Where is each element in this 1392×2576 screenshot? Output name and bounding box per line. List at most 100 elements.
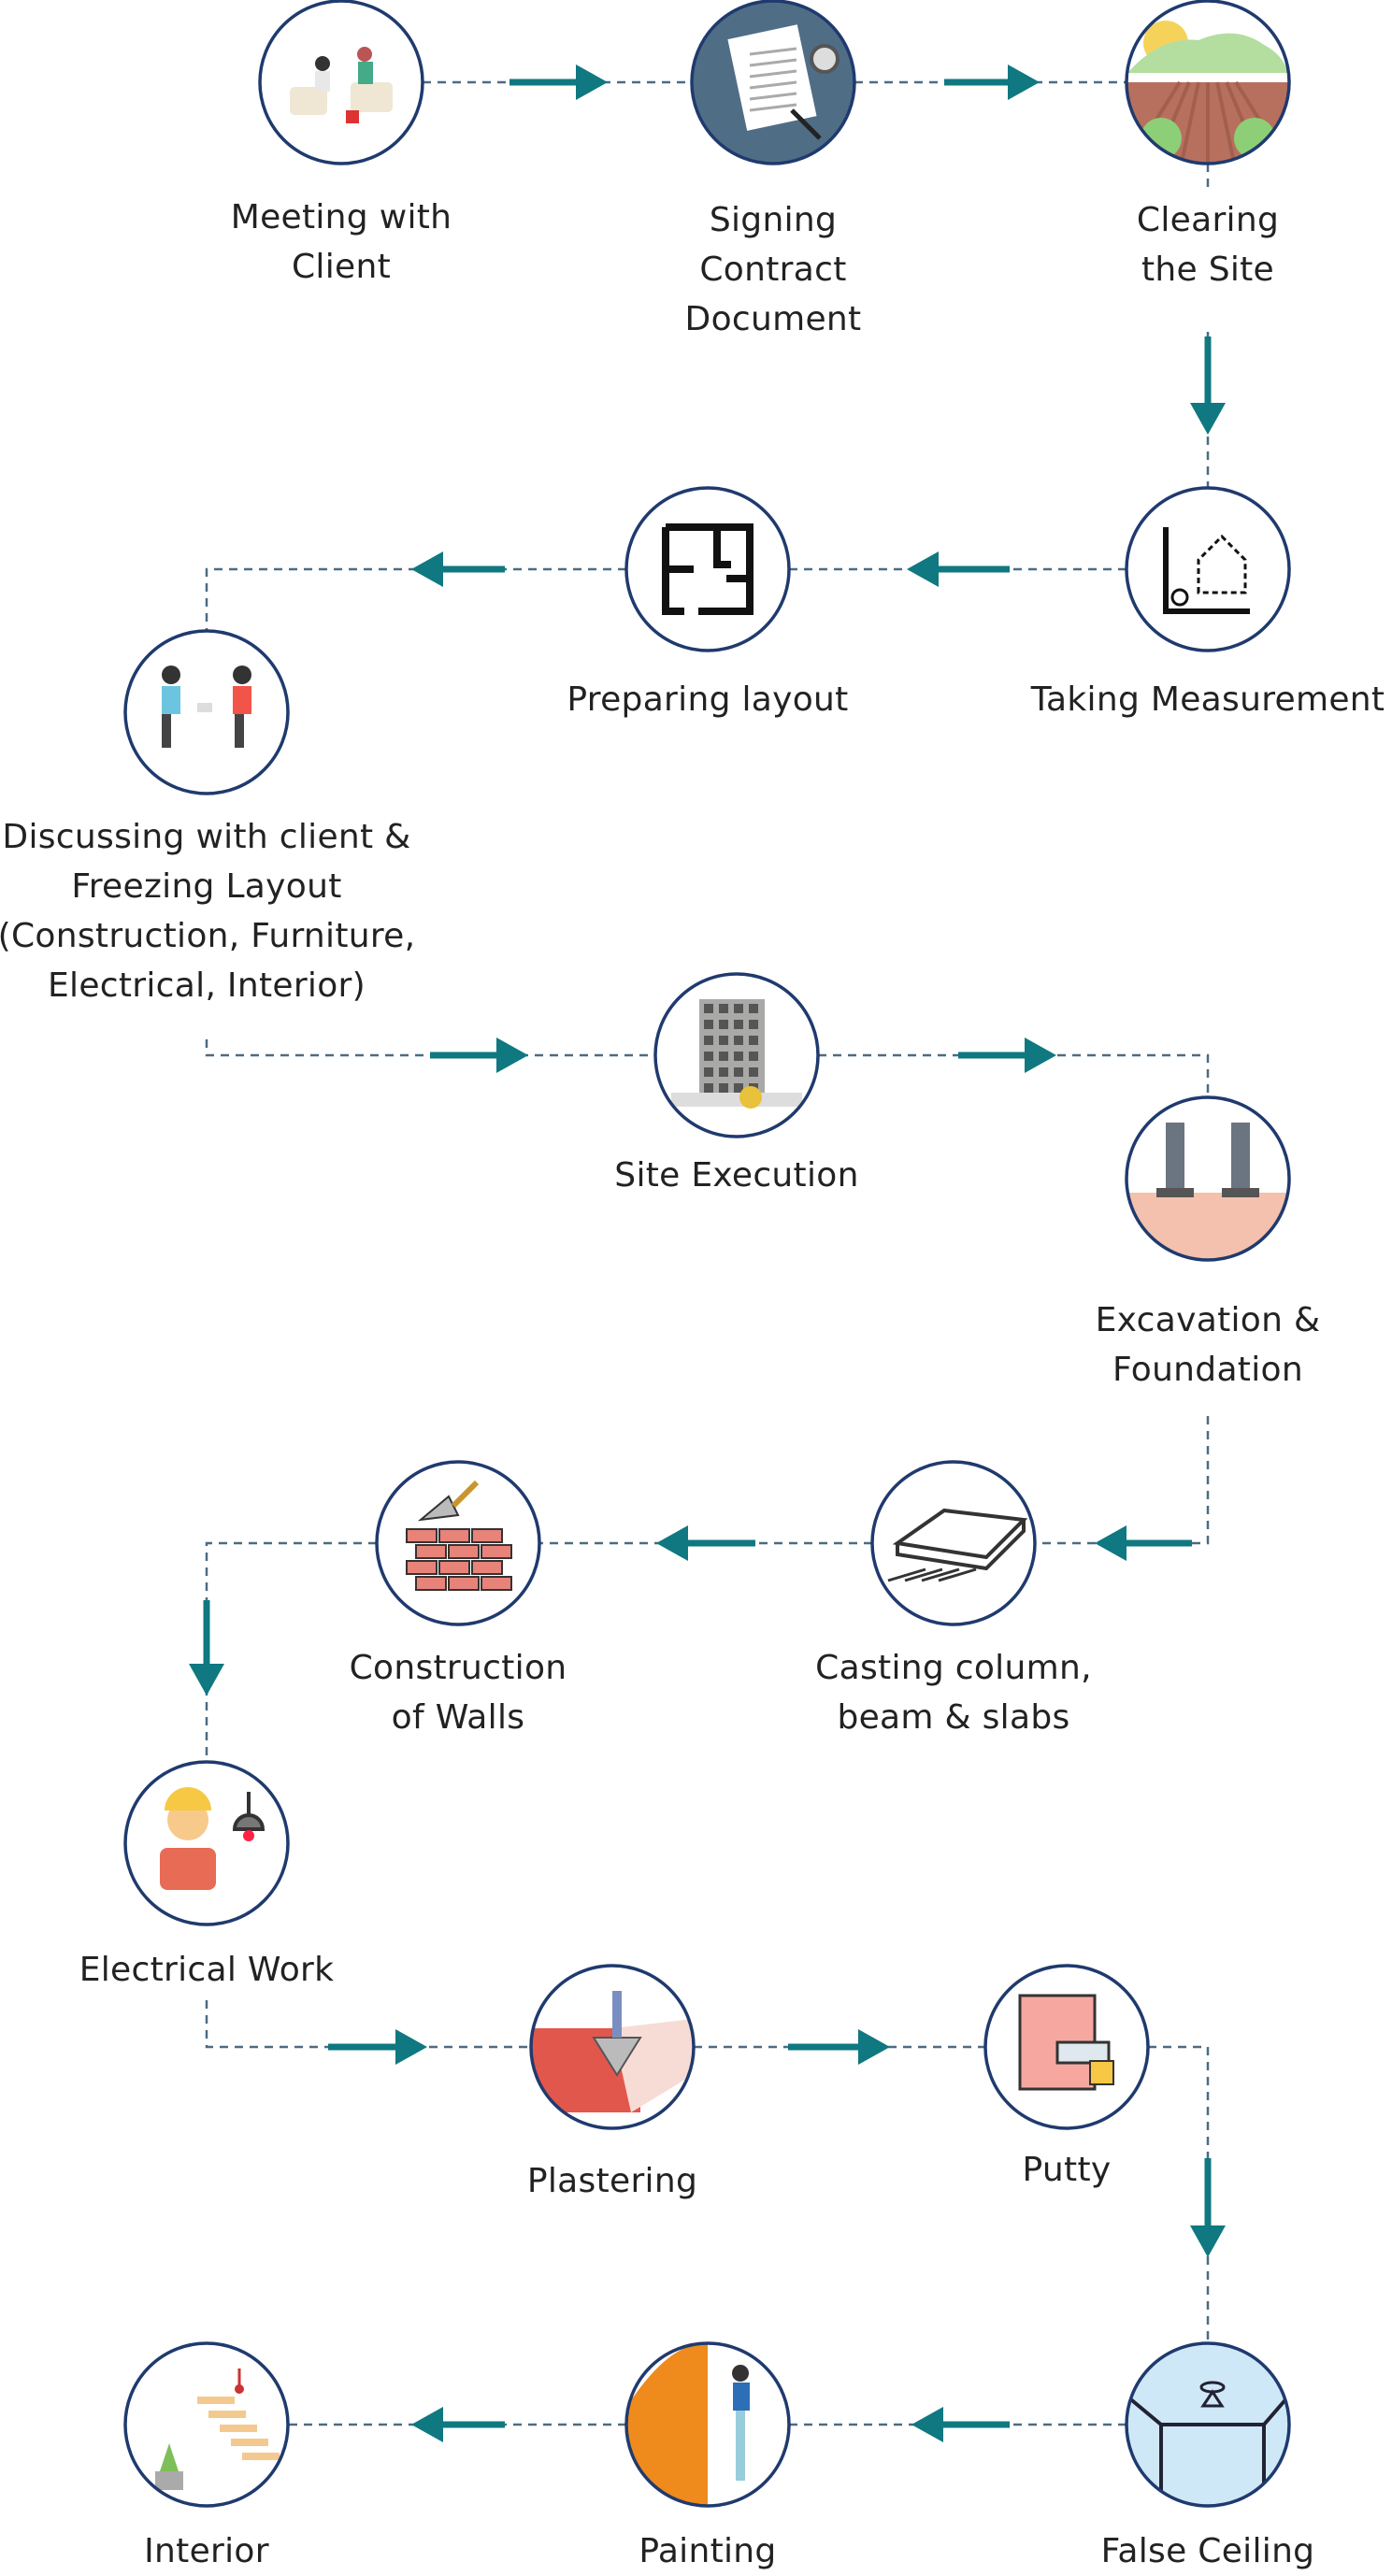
step-node <box>375 1460 541 1626</box>
step-label-line: Preparing layout <box>567 680 849 719</box>
building-icon <box>671 999 802 1109</box>
putty-icon <box>1018 1994 1114 2091</box>
step-label: Putty <box>1023 2145 1112 2195</box>
step-circle <box>258 0 424 165</box>
step-label-line: beam & slabs <box>837 1698 1070 1737</box>
step-node <box>1125 486 1291 652</box>
step-label-line: Document <box>684 300 862 338</box>
arrow-icon <box>328 2029 427 2065</box>
arrow-icon <box>509 64 608 100</box>
step-circle <box>624 2341 791 2508</box>
step-node <box>983 1964 1150 2130</box>
step-node <box>258 0 424 165</box>
step-node <box>624 486 791 652</box>
step-circle <box>1125 2341 1291 2508</box>
step-label-line: Contract <box>699 250 847 289</box>
step-label-line: Clearing <box>1136 201 1280 239</box>
plastering-icon <box>532 1991 693 2112</box>
step-label: Excavation & Foundation <box>1096 1295 1321 1395</box>
step-label: Electrical Work <box>79 1945 335 1995</box>
step-circle <box>123 1760 290 1926</box>
step-label-line: Excavation & <box>1095 1301 1321 1339</box>
step-circle <box>529 1964 696 2130</box>
step-label: Interior <box>144 2526 269 2576</box>
arrow-icon <box>411 2407 505 2442</box>
connector-line <box>1148 2045 1210 2343</box>
step-node <box>870 1460 1037 1626</box>
step-node <box>1125 0 1291 165</box>
step-label-line: Meeting with <box>230 198 452 236</box>
discussion-icon <box>162 665 251 748</box>
step-label: Preparing layout <box>567 675 848 724</box>
step-label-line: False Ceiling <box>1100 2532 1315 2570</box>
step-node <box>1125 2341 1291 2508</box>
step-label-line: Foundation <box>1112 1351 1303 1389</box>
step-label-line: Client <box>291 248 392 286</box>
step-label-line: Painting <box>639 2532 777 2570</box>
connector-line <box>818 1053 1210 1097</box>
meeting-icon <box>290 47 393 123</box>
step-node <box>1125 1095 1291 1262</box>
step-circle <box>1125 0 1291 165</box>
measurement-icon <box>1163 527 1250 614</box>
step-circle <box>624 486 791 652</box>
step-label-line: Plastering <box>526 2162 698 2200</box>
step-circle <box>870 1460 1037 1626</box>
step-label-line: the Site <box>1141 250 1275 289</box>
interior-icon <box>155 2368 280 2490</box>
step-label: Painting <box>639 2526 776 2576</box>
brick-wall-icon <box>406 1480 512 1591</box>
step-label-line: Signing <box>709 201 838 239</box>
floorplan-icon <box>662 523 753 615</box>
ceiling-icon <box>1127 2344 1289 2505</box>
step-circle <box>653 972 820 1138</box>
step-node <box>653 972 820 1138</box>
step-circle <box>375 1460 541 1626</box>
step-label-line: of Walls <box>391 1698 525 1737</box>
step-label-line: Casting column, <box>815 1649 1092 1687</box>
step-label: Taking Measurement <box>1031 675 1385 724</box>
step-label: Plastering <box>527 2156 697 2206</box>
step-node <box>123 629 290 795</box>
step-circle <box>690 0 856 165</box>
step-label: Site Execution <box>614 1151 858 1200</box>
arrow-icon <box>189 1600 224 1696</box>
step-circle <box>983 1964 1150 2130</box>
arrow-icon <box>411 551 505 587</box>
step-label-line: Site Execution <box>614 1156 859 1195</box>
arrow-icon <box>1190 336 1226 435</box>
contract-icon <box>693 2 854 163</box>
step-label-line: (Construction, Furniture, <box>0 917 416 955</box>
step-label-line: Discussing with client & <box>2 818 411 856</box>
electrician-icon <box>160 1787 265 1890</box>
step-node <box>123 2341 290 2508</box>
connector-line <box>205 567 626 631</box>
step-node <box>624 2341 791 2508</box>
step-circle <box>123 629 290 795</box>
connector-line <box>1035 1416 1210 1545</box>
step-label-line: Freezing Layout <box>71 867 342 906</box>
step-circle <box>1125 486 1291 652</box>
step-label-line: Electrical, Interior) <box>47 966 366 1005</box>
arrow-icon <box>958 1038 1056 1073</box>
step-label-line: Construction <box>349 1649 567 1687</box>
connector-line <box>205 2000 531 2049</box>
step-circle <box>1125 1095 1291 1262</box>
arrow-icon <box>656 1525 755 1561</box>
arrow-icon <box>1190 2158 1226 2257</box>
arrow-icon <box>1095 1525 1192 1561</box>
step-node <box>123 1760 290 1926</box>
step-label: Casting column, beam & slabs <box>815 1643 1092 1742</box>
arrow-icon <box>430 1038 528 1073</box>
step-node <box>529 1964 696 2130</box>
arrow-icon <box>944 64 1040 100</box>
step-label: False Ceiling <box>1101 2526 1315 2576</box>
step-label: Clearing the Site <box>1137 195 1279 294</box>
step-label: Construction of Walls <box>350 1643 567 1742</box>
step-label: Discussing with client & Freezing Layout (… <box>0 812 415 1010</box>
arrow-icon <box>911 2407 1010 2442</box>
step-node <box>690 0 856 165</box>
